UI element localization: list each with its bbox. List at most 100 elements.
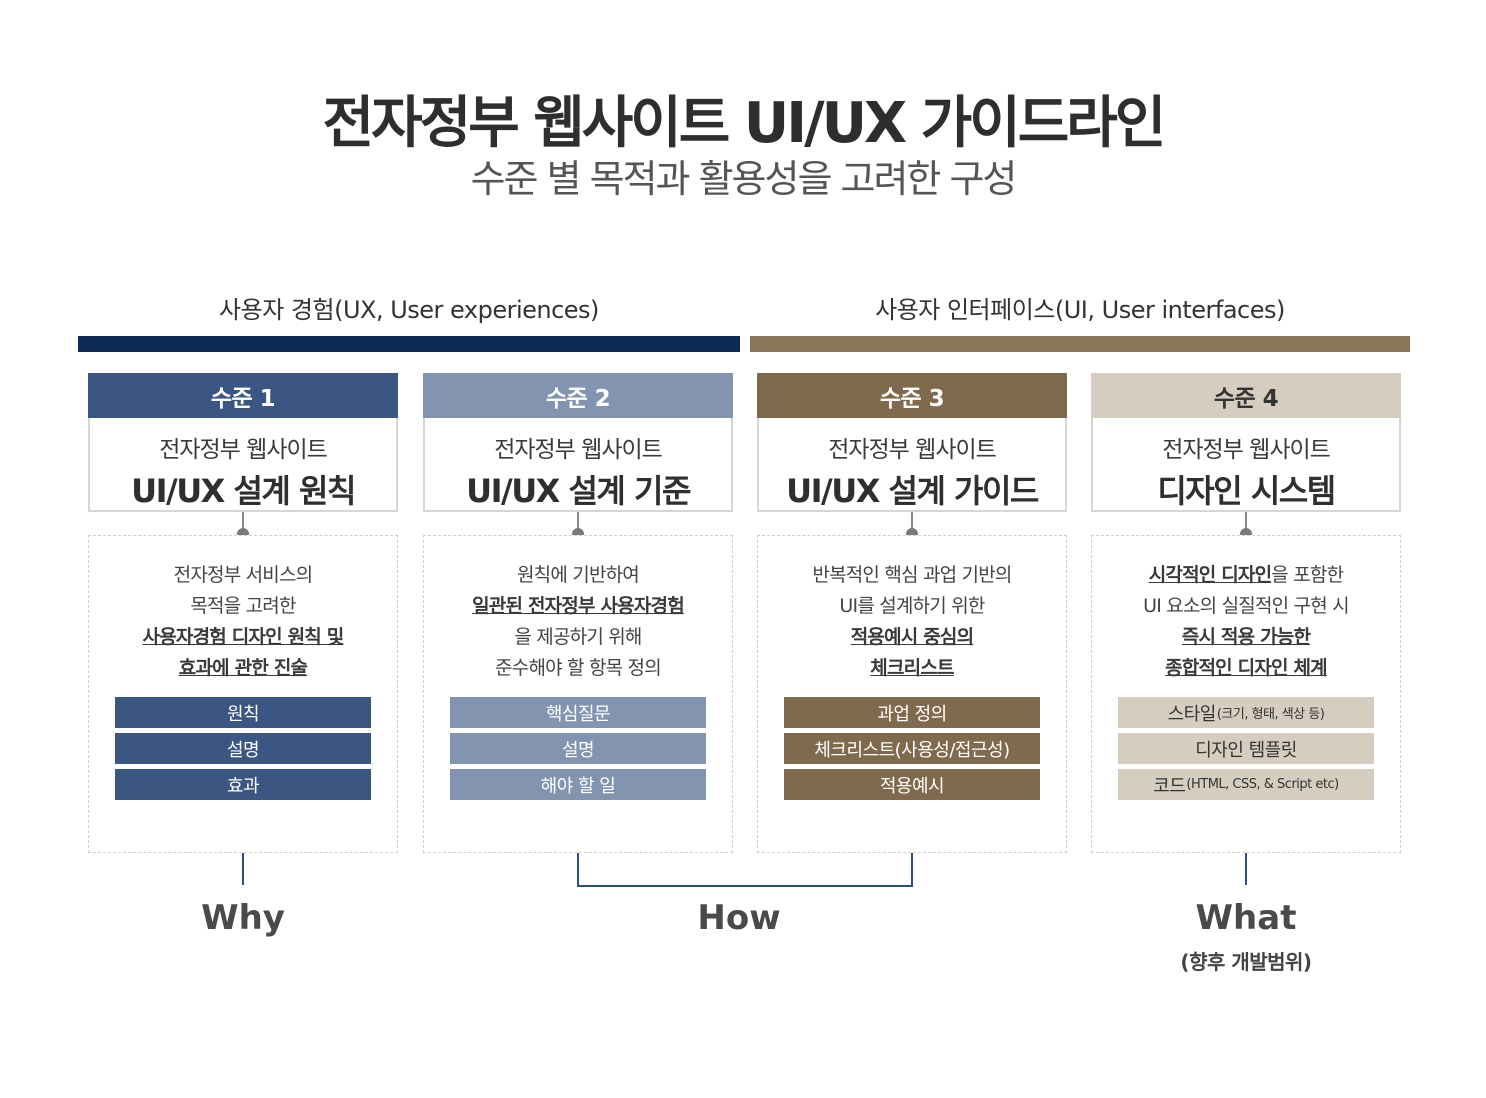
description-emphasis: 체크리스트 (870, 657, 954, 679)
why-connector (242, 853, 244, 885)
description-text: 원칙에 기반하여 (516, 564, 640, 586)
description-text: UI 요소의 실질적인 구현 시 (1143, 595, 1349, 617)
level-item-label: 스타일 (1167, 703, 1217, 725)
page-subtitle: 수준 별 목적과 활용성을 고려한 구성 (470, 157, 1018, 201)
description-line: 일관된 전자정부 사용자경험 (424, 591, 732, 622)
level-title: 디자인 시스템 (1157, 472, 1336, 510)
level-item: 과업 정의 (784, 697, 1040, 728)
level-title-box: 전자정부 웹사이트 UI/UX 설계 가이드 (757, 418, 1067, 512)
level-item-label: 핵심질문 (545, 703, 611, 725)
description-line: 적용예시 중심의 (758, 622, 1066, 653)
ui-section-bar (750, 336, 1410, 352)
level-connector-line (911, 512, 913, 534)
level-item: 코드(HTML, CSS, & Script etc) (1118, 769, 1374, 800)
level-item-note: (크기, 형태, 색상 등) (1216, 707, 1325, 722)
level-connector-line (577, 512, 579, 534)
description-line: UI 요소의 실질적인 구현 시 (1092, 591, 1400, 622)
description-line: 준수해야 할 항목 정의 (424, 653, 732, 684)
level-subtitle: 전자정부 웹사이트 (494, 437, 663, 463)
level-item: 체크리스트(사용성/접근성) (784, 733, 1040, 764)
level-subtitle: 전자정부 웹사이트 (1162, 437, 1331, 463)
level-title: UI/UX 설계 기준 (466, 472, 691, 510)
description-text: 반복적인 핵심 과업 기반의 (812, 564, 1012, 586)
level-item: 디자인 템플릿 (1118, 733, 1374, 764)
level-item: 해야 할 일 (450, 769, 706, 800)
level-title: UI/UX 설계 가이드 (786, 472, 1039, 510)
description-line: UI를 설계하기 위한 (758, 591, 1066, 622)
description-text: 전자정부 서비스의 (173, 564, 313, 586)
description-line: 효과에 관한 진술 (89, 653, 397, 684)
level-item-label: 코드 (1153, 775, 1186, 797)
level-item: 설명 (450, 733, 706, 764)
ux-section-label: 사용자 경험(UX, User experiences) (219, 296, 599, 324)
description-emphasis: 종합적인 디자인 체계 (1165, 657, 1328, 679)
why-label: Why (201, 898, 285, 938)
level-item-label: 과업 정의 (877, 703, 947, 725)
how-connector-left (577, 853, 579, 887)
level-item-note: (HTML, CSS, & Script etc) (1186, 777, 1339, 792)
what-sub-label: (향후 개발범위) (1180, 950, 1312, 974)
description-line: 반복적인 핵심 과업 기반의 (758, 560, 1066, 591)
level-title: UI/UX 설계 원칙 (131, 472, 356, 510)
level-item-label: 설명 (561, 739, 595, 761)
level-connector-line (1245, 512, 1247, 534)
level-item: 핵심질문 (450, 697, 706, 728)
description-line: 사용자경험 디자인 원칙 및 (89, 622, 397, 653)
level-card-3: 수준 3 전자정부 웹사이트 UI/UX 설계 가이드 (757, 373, 1067, 512)
level-item-label: 적용예시 (879, 775, 945, 797)
description-line: 목적을 고려한 (89, 591, 397, 622)
how-label: How (697, 898, 781, 938)
description-rest: 을 포함한 (1271, 564, 1344, 586)
level-subtitle: 전자정부 웹사이트 (828, 437, 997, 463)
level-head: 수준 2 (423, 373, 733, 418)
description-text: 목적을 고려한 (190, 595, 296, 617)
level-card-2: 수준 2 전자정부 웹사이트 UI/UX 설계 기준 (423, 373, 733, 512)
level-item-label: 체크리스트(사용성/접근성) (814, 739, 1010, 761)
description-emphasis: 효과에 관한 진술 (178, 657, 308, 679)
description-line: 을 제공하기 위해 (424, 622, 732, 653)
level-item: 원칙 (115, 697, 371, 728)
level-head: 수준 1 (88, 373, 398, 418)
how-connector-right (911, 853, 913, 887)
level-item-label: 효과 (226, 775, 260, 797)
description-emphasis: 사용자경험 디자인 원칙 및 (142, 626, 345, 648)
level-head: 수준 3 (757, 373, 1067, 418)
description-emphasis: 즉시 적용 가능한 (1181, 626, 1311, 648)
level-head: 수준 4 (1091, 373, 1401, 418)
description-line: 체크리스트 (758, 653, 1066, 684)
description-line: 종합적인 디자인 체계 (1092, 653, 1400, 684)
description-emphasis: 시각적인 디자인 (1148, 564, 1272, 586)
description-line: 원칙에 기반하여 (424, 560, 732, 591)
level-connector-line (242, 512, 244, 534)
level-item: 설명 (115, 733, 371, 764)
level-item-label: 디자인 템플릿 (1195, 739, 1297, 761)
description-line: 전자정부 서비스의 (89, 560, 397, 591)
level-item-label: 원칙 (226, 703, 260, 725)
level-item: 효과 (115, 769, 371, 800)
level-title-box: 전자정부 웹사이트 UI/UX 설계 기준 (423, 418, 733, 512)
description-line: 즉시 적용 가능한 (1092, 622, 1400, 653)
level-item: 스타일(크기, 형태, 색상 등) (1118, 697, 1374, 728)
description-text: UI를 설계하기 위한 (839, 595, 985, 617)
description-emphasis: 적용예시 중심의 (850, 626, 974, 648)
description-line: 시각적인 디자인을 포함한 (1092, 560, 1400, 591)
how-connector-bottom (577, 885, 913, 887)
description-text: 준수해야 할 항목 정의 (495, 657, 662, 679)
level-item-label: 해야 할 일 (540, 775, 616, 797)
ux-section-bar (78, 336, 740, 352)
ui-section-label: 사용자 인터페이스(UI, User interfaces) (875, 296, 1285, 324)
